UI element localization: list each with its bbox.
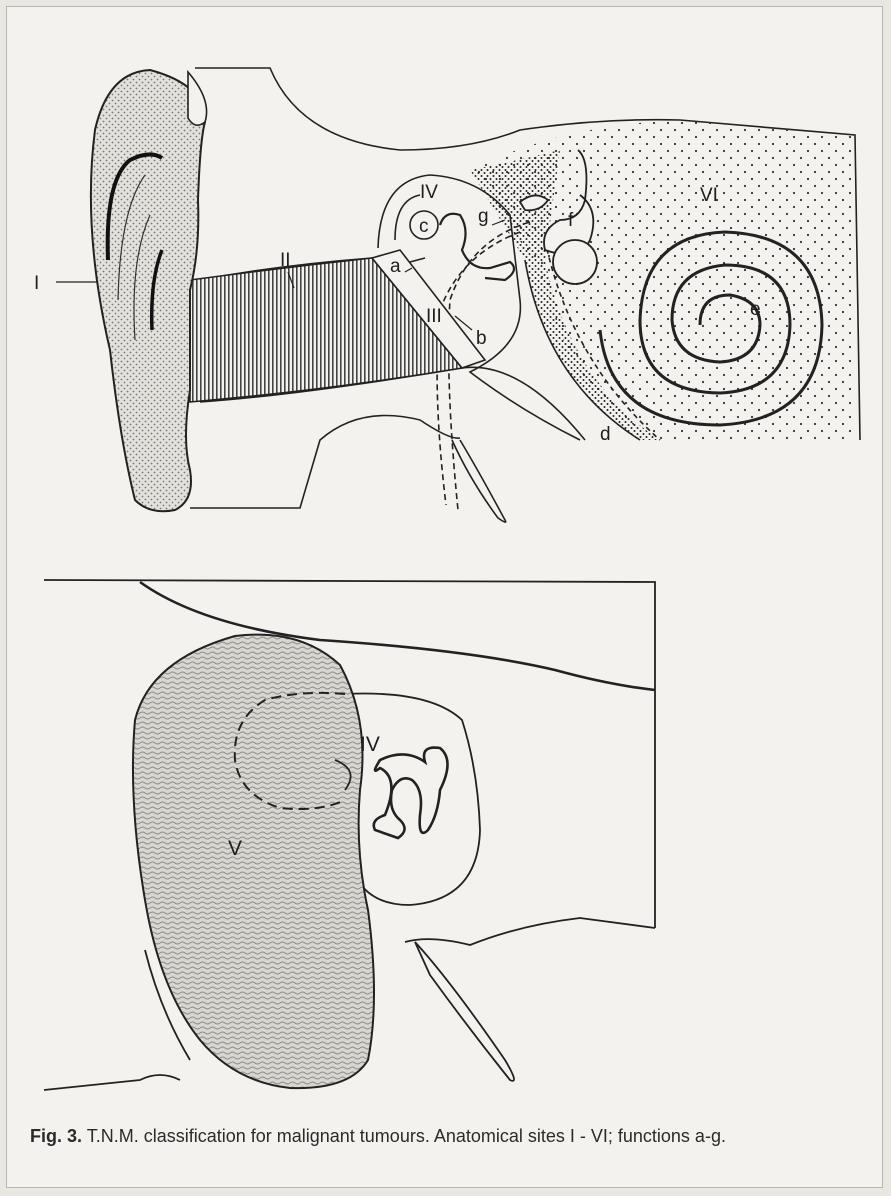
label-site-IV: IV [420, 182, 438, 203]
figure-caption: Fig. 3. T.N.M. classification for malign… [30, 1125, 850, 1148]
label-site-VI: VI [700, 185, 718, 206]
caption-text: T.N.M. classification for malignant tumo… [87, 1126, 726, 1146]
label-lower-site-V: V [228, 837, 242, 860]
label-function-e: e [750, 299, 761, 320]
caption-number: Fig. 3. [30, 1126, 82, 1146]
label-function-c: c [419, 216, 429, 237]
label-function-b: b [476, 328, 487, 349]
auricle-site-I [91, 70, 207, 511]
label-site-I: I [34, 273, 39, 294]
label-function-f: f [568, 210, 574, 231]
label-function-d: d [600, 424, 611, 445]
upper-ear-diagram [190, 68, 860, 522]
skull-outline [190, 416, 460, 509]
label-site-II: II [280, 250, 291, 271]
label-lower-site-IV: IV [360, 733, 380, 756]
label-site-III: III [426, 306, 442, 327]
label-function-g: g [478, 206, 489, 227]
styloid-process [452, 440, 506, 522]
label-function-a: a [390, 256, 401, 277]
lower-styloid [415, 942, 514, 1081]
